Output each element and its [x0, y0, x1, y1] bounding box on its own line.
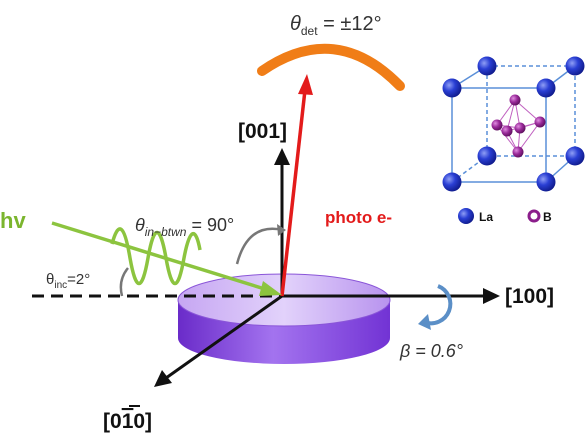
theta-inc-label: θinc=2°	[46, 271, 90, 291]
photoelectron-arrowhead	[298, 74, 313, 95]
legend-la-marker	[458, 208, 474, 224]
la-atoms	[442, 56, 585, 192]
axis-0-1-0-line	[165, 294, 283, 380]
detector-arc	[257, 43, 405, 91]
angle-arc-in-btwn	[235, 227, 284, 265]
legend: La B	[458, 208, 552, 224]
axis-100-label: [100]	[505, 285, 554, 308]
photoelectron-label: photo e-	[325, 208, 392, 227]
angle-arc-inc	[119, 267, 129, 297]
sine-wave-icon	[110, 227, 202, 285]
photoelectron-arrow	[280, 89, 307, 297]
circular-arrow-icon	[423, 284, 453, 326]
axis-0-1-0-arrowhead	[154, 370, 172, 387]
crystal-structure	[442, 56, 585, 192]
theta-in-btwn-label: θin−btwn = 90°	[135, 215, 234, 239]
legend-b-label: B	[543, 210, 552, 224]
sample-disc	[177, 273, 391, 364]
legend-b-marker	[527, 209, 541, 223]
axis-001-arrowhead	[274, 148, 290, 165]
axis-0-1-0-label: [010]	[103, 410, 152, 433]
photon-beam	[51, 221, 269, 292]
axis-001-label: [001]	[238, 120, 287, 143]
photon-beam-arrowhead	[259, 281, 282, 296]
b-atoms	[491, 94, 546, 158]
legend-la-label: La	[479, 210, 493, 224]
theta-det-label: θdet = ±12°	[290, 13, 382, 38]
axis-100-arrowhead	[483, 288, 500, 304]
hv-label: hv	[0, 208, 26, 233]
beta-label: β = 0.6°	[399, 341, 463, 361]
